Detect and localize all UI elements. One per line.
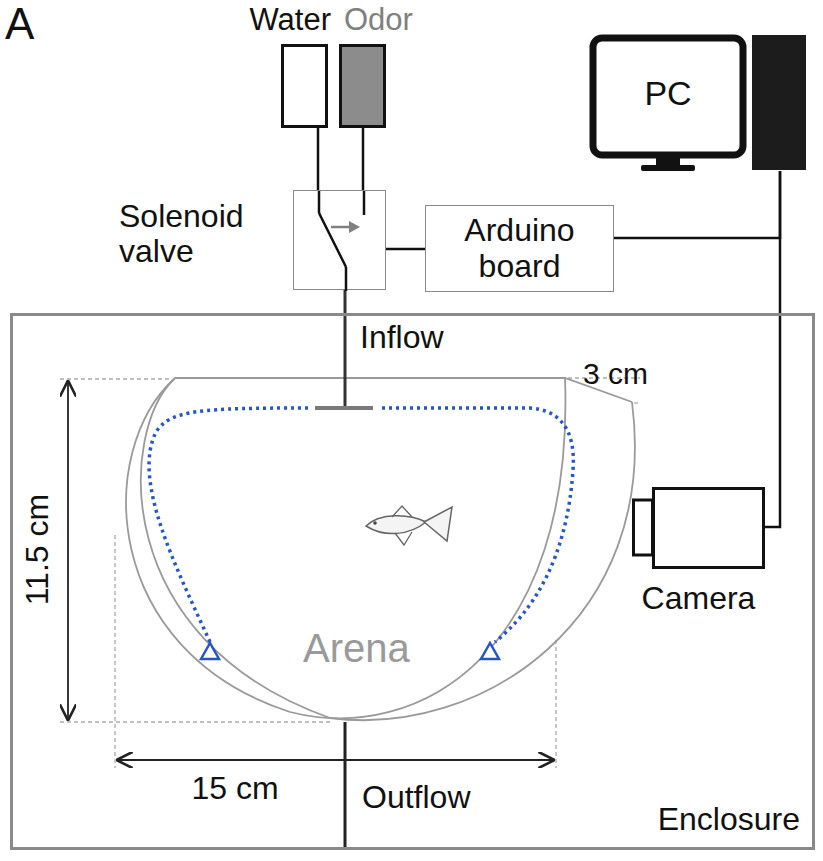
water-reservoir: Water	[281, 44, 328, 128]
computer-label: PC	[590, 75, 746, 112]
arena-shape	[110, 376, 640, 732]
connector-line	[317, 128, 320, 190]
edge-label: Inflow	[360, 320, 444, 355]
solenoid-valve: Solenoid valve	[293, 190, 386, 290]
arduino-board: Arduino board	[425, 205, 614, 292]
pc-computer-shape	[588, 33, 808, 171]
dimension-label: 15 cm	[175, 771, 295, 806]
camera: Camera	[632, 487, 765, 569]
odor-reservoir: Odor	[339, 44, 386, 128]
enclosure: Enclosure Arena Camera	[10, 313, 815, 850]
reservoir-label: Water	[249, 3, 331, 37]
connector-line	[362, 128, 365, 190]
connector-line	[614, 171, 780, 238]
arena-label: Arena	[303, 626, 410, 670]
arena: Arena	[110, 376, 640, 732]
solenoid-valve-shape	[294, 191, 387, 291]
connector-line	[765, 171, 780, 527]
camera-shape	[632, 487, 765, 569]
connector-line	[344, 290, 347, 376]
dimension-label: 3 cm	[583, 357, 648, 390]
board-label: Arduino board	[430, 213, 609, 285]
dimension-label: 11.5 cm	[20, 480, 55, 620]
outflow-label: Outflow	[362, 780, 470, 815]
pc-computer: PC	[588, 33, 808, 171]
panel-letter: A	[5, 0, 34, 48]
camera-label: Camera	[622, 581, 775, 616]
connector-line	[386, 248, 425, 251]
valve-label: Solenoid valve	[119, 199, 289, 269]
enclosure-label: Enclosure	[658, 802, 800, 837]
reservoir-label: Odor	[344, 3, 413, 37]
